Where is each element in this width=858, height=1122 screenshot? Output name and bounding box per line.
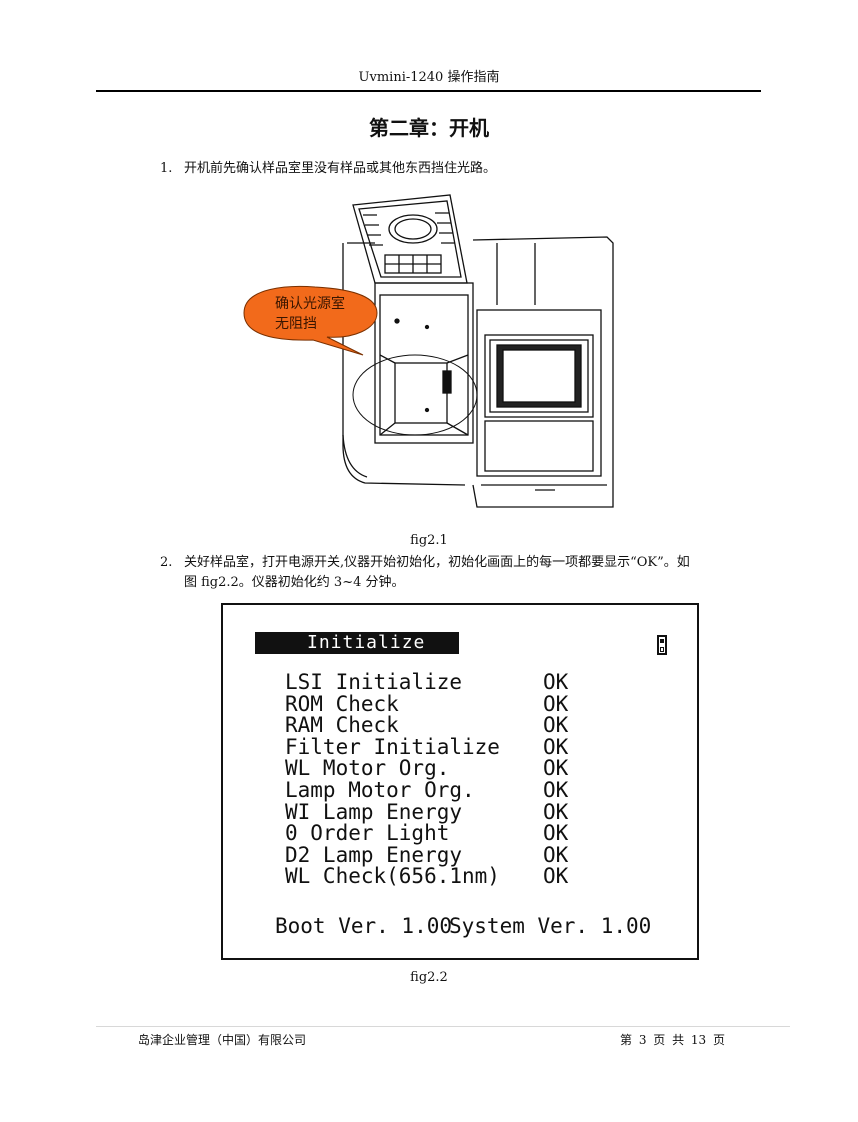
step-2-line-2: 图 fig2.2。仪器初始化约 3~4 分钟。 — [184, 575, 405, 590]
item-status: OK — [543, 777, 569, 802]
item-name: D2 Lamp Energy — [285, 842, 463, 867]
item-status: OK — [543, 670, 569, 694]
item-status: OK — [543, 734, 569, 759]
item-name: RAM Check — [285, 713, 399, 738]
header-title: Uvmini-1240 操作指南 — [358, 70, 500, 85]
callout-text-line2: 无阻挡 — [275, 316, 317, 332]
item-name: Lamp Motor Org. — [285, 777, 475, 802]
item-name: ROM Check — [285, 691, 399, 716]
boot-version: Boot Ver. 1.00 — [275, 914, 453, 938]
footer-company: 岛津企业管理（中国）有限公司 — [138, 1033, 307, 1047]
item-status: OK — [543, 799, 569, 824]
instrument-drawing: 确认光源室 无阻挡 — [243, 194, 614, 508]
item-status: OK — [543, 756, 569, 781]
item-status: OK — [543, 691, 569, 716]
footer-page-number: 第 3 页 共 13 页 — [620, 1033, 725, 1047]
item-status: OK — [543, 713, 569, 738]
step-2-number: 2. — [160, 555, 173, 570]
item-status: OK — [543, 821, 569, 846]
item-name: WL Motor Org. — [285, 756, 450, 781]
item-name: 0 Order Light — [285, 821, 450, 846]
item-name: LSI Initialize — [285, 670, 463, 694]
step-1-text: 开机前先确认样品室里没有样品或其他东西挡住光路。 — [184, 161, 497, 176]
callout-bubble — [243, 285, 378, 356]
callout-text-line1: 确认光源室 — [275, 295, 345, 312]
step-2: 2. 关好样品室，打开电源开关,仪器开始初始化，初始化画面上的每一项都要显示“O… — [160, 553, 780, 593]
step-2-line-1: 关好样品室，打开电源开关,仪器开始初始化，初始化画面上的每一项都要显示“OK”。… — [184, 555, 690, 570]
header-divider — [96, 90, 761, 92]
screen-title: Initialize — [255, 632, 459, 654]
fig-2-1-caption: fig2.1 — [410, 533, 448, 548]
fig-2-2-caption: fig2.2 — [410, 970, 448, 985]
item-status: OK — [543, 864, 569, 889]
system-version: System Ver. 1.00 — [449, 914, 652, 938]
item-name: Filter Initialize — [285, 734, 500, 759]
chapter-title: 第二章：开机 — [369, 116, 489, 140]
step-1-number: 1. — [160, 161, 173, 176]
item-name: WL Check(656.1nm) — [285, 864, 500, 889]
item-status: OK — [543, 842, 569, 867]
item-name: WI Lamp Energy — [285, 799, 463, 824]
battery-icon — [657, 635, 667, 655]
footer-divider — [96, 1026, 790, 1027]
